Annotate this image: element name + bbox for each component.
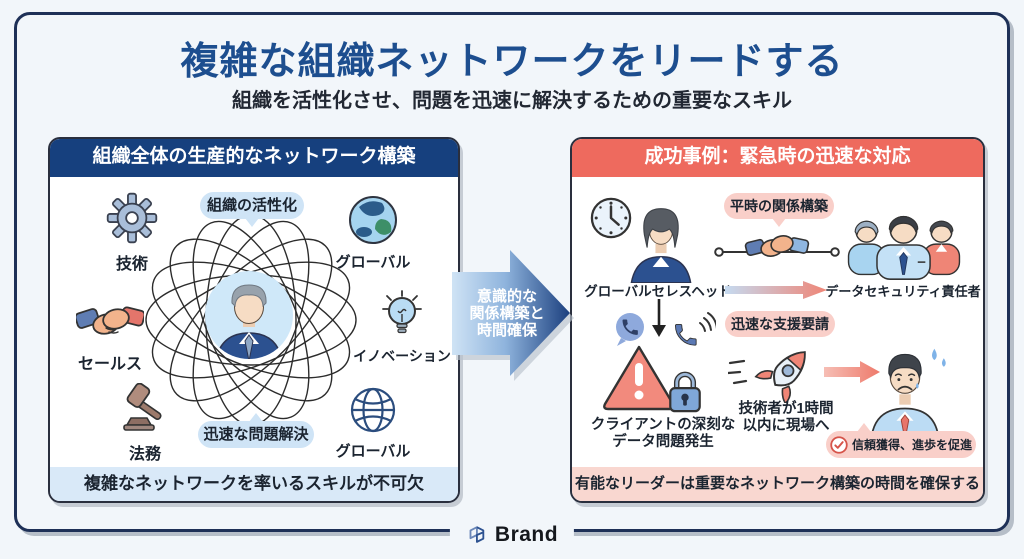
bubble-tail bbox=[772, 218, 786, 227]
bubble-activation: 組織の活性化 bbox=[200, 192, 304, 227]
lightbulb-icon bbox=[378, 290, 426, 345]
bubble-peacetime-text: 平時の関係構築 bbox=[730, 198, 828, 214]
node-sales: セールス bbox=[64, 297, 156, 374]
handshake-icon bbox=[74, 306, 146, 349]
node-global-top: グローバル bbox=[323, 194, 423, 272]
left-panel-header: 組織全体の生産的なネットワーク構築 bbox=[50, 139, 458, 177]
brand-logo-icon bbox=[466, 524, 488, 546]
left-panel-footer: 複雑なネットワークを率いるスキルが不可欠 bbox=[50, 467, 458, 501]
right-panel-header: 成功事例：緊急時の迅速な対応 bbox=[572, 139, 983, 177]
bubble-support: 迅速な支援要請 bbox=[725, 311, 835, 337]
node-global-top-label: グローバル bbox=[335, 254, 411, 271]
worried-client-avatar bbox=[862, 345, 948, 440]
bubble-tail bbox=[245, 218, 259, 227]
down-arrow-icon bbox=[650, 299, 668, 344]
transition-arrow-text: 意識的な 関係構築と 時間確保 bbox=[456, 288, 558, 339]
bubble-problem-solving: 迅速な問題解決 bbox=[198, 413, 314, 448]
node-tech: 技術 bbox=[94, 191, 170, 274]
engineer-label: 技術者が1時間 以内に現場へ bbox=[730, 401, 842, 436]
node-law: 法務 bbox=[108, 382, 182, 464]
node-tech-label: 技術 bbox=[115, 256, 148, 273]
node-sales-label: セールス bbox=[77, 356, 142, 373]
ringing-phone-icon bbox=[670, 311, 718, 356]
gear-icon bbox=[105, 192, 159, 249]
gavel-icon bbox=[119, 382, 171, 439]
page-subtitle: 組織を活性化させ、問題を迅速に解決するための重要なスキル bbox=[232, 90, 792, 112]
bubble-tail bbox=[249, 413, 263, 422]
node-global-bottom-label: グローバル bbox=[335, 443, 411, 460]
problem-label: クライアントの深刻な データ問題発生 bbox=[578, 417, 748, 452]
team-avatars bbox=[840, 211, 968, 286]
check-circle-icon bbox=[830, 435, 848, 454]
phone-chat-icon bbox=[612, 311, 648, 352]
transition-arrow-icon bbox=[452, 246, 576, 387]
dispatch-arrow-icon bbox=[824, 359, 882, 390]
arrow-line-1: 意識的な bbox=[476, 288, 537, 305]
bubble-support-text: 迅速な支援要請 bbox=[731, 316, 829, 332]
connection-handshake-icon bbox=[712, 223, 842, 272]
engineer-label-line1: 技術者が1時間 bbox=[738, 401, 834, 417]
node-innovation-label: イノベーション bbox=[353, 348, 451, 364]
bubble-activation-text: 組織の活性化 bbox=[206, 197, 297, 214]
engineer-label-line2: 以内に現場へ bbox=[742, 418, 830, 435]
sales-head-label: グローバルセレスヘッド bbox=[584, 284, 732, 299]
right-panel-footer: 有能なリーダーは重要なネットワーク構築の時間を確保する bbox=[572, 467, 983, 501]
node-law-label: 法務 bbox=[128, 446, 161, 463]
problem-label-line1: クライアントの深刻な bbox=[590, 417, 736, 433]
rocket-icon bbox=[726, 345, 822, 408]
trust-badge: 信頼獲得、進歩を促進 bbox=[826, 423, 976, 458]
sales-head-avatar bbox=[624, 201, 698, 288]
arrow-line-2: 関係構築と bbox=[469, 305, 545, 322]
clock-icon bbox=[590, 197, 632, 244]
page-title: 複雑な組織ネットワークをリードする bbox=[180, 41, 844, 83]
earth-globe-icon bbox=[347, 196, 399, 250]
node-global-bottom: グローバル bbox=[323, 385, 423, 461]
brand-name: Brand bbox=[494, 523, 559, 546]
escalation-arrow-icon bbox=[725, 281, 829, 304]
node-innovation: イノベーション bbox=[352, 289, 452, 366]
security-lead-label: データセキュリティ責任者 bbox=[825, 284, 981, 299]
bubble-tail bbox=[857, 423, 871, 432]
left-panel: 組織全体の生産的なネットワーク構築 bbox=[48, 137, 460, 503]
trust-badge-text: 信頼獲得、進歩を促進 bbox=[851, 438, 972, 452]
brand-chip: Brand bbox=[449, 519, 575, 551]
problem-label-line2: データ問題発生 bbox=[612, 434, 714, 451]
grid-globe-icon bbox=[348, 387, 398, 439]
lock-icon bbox=[665, 367, 705, 418]
bubble-problem-solving-text: 迅速な問題解決 bbox=[203, 426, 309, 443]
bubble-peacetime: 平時の関係構築 bbox=[724, 193, 834, 227]
leader-avatar bbox=[203, 269, 295, 366]
arrow-line-3: 時間確保 bbox=[476, 322, 537, 339]
right-panel: 成功事例：緊急時の迅速な対応 bbox=[570, 137, 985, 503]
